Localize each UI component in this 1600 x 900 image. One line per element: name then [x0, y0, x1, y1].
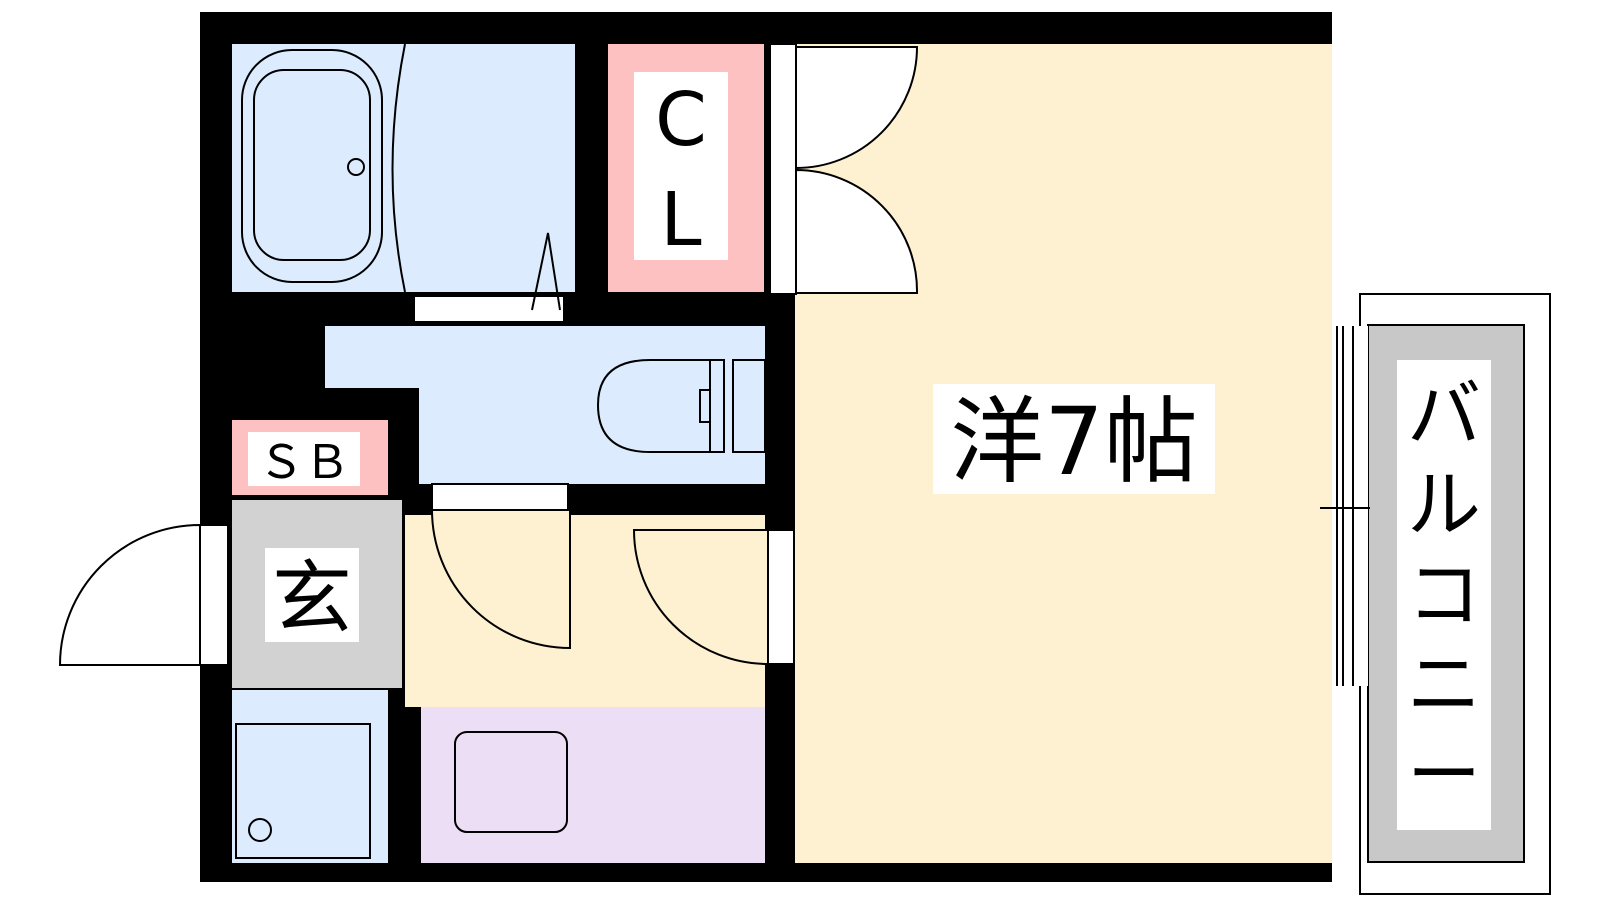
entrance-label: 玄 [272, 552, 352, 645]
balcony-label-bg [1397, 360, 1491, 830]
bathroom-floor [232, 44, 575, 292]
room-label-bg [933, 384, 1215, 494]
balcony-label-2: ル [1407, 462, 1481, 548]
closet-label-l: L [660, 177, 701, 263]
shoe-box-label-bg [248, 432, 360, 486]
hallway-door [632, 529, 769, 666]
sink-icon [454, 731, 568, 833]
toilet-door [430, 509, 571, 650]
closet-label-bg [634, 72, 728, 260]
toilet-room-upper [325, 326, 765, 388]
toilet-icon [596, 359, 710, 453]
closet-label-c: C [655, 77, 707, 163]
washer-pan-icon [235, 723, 371, 859]
washer-area [232, 690, 388, 863]
kitchen-counter [421, 707, 765, 863]
western-room-label: 洋7帖 [950, 388, 1198, 497]
balcony-label-5: ー [1407, 732, 1481, 818]
balcony-label-3: コ [1407, 552, 1481, 638]
entrance-label-bg [265, 548, 359, 642]
balcony-label-4: ニ [1407, 642, 1481, 728]
entrance-door [58, 523, 201, 666]
doors [58, 43, 919, 666]
room-door-upper [795, 46, 919, 170]
bathtub-icon [241, 49, 383, 283]
balcony-label-1: バ [1407, 372, 1481, 458]
room-door-lower [795, 168, 919, 294]
labels: C L 洋7帖 ＳＢ 玄 バ ル コ ニ ー [248, 72, 1491, 830]
fixtures [235, 43, 766, 859]
shoe-box-label: ＳＢ [258, 435, 350, 489]
